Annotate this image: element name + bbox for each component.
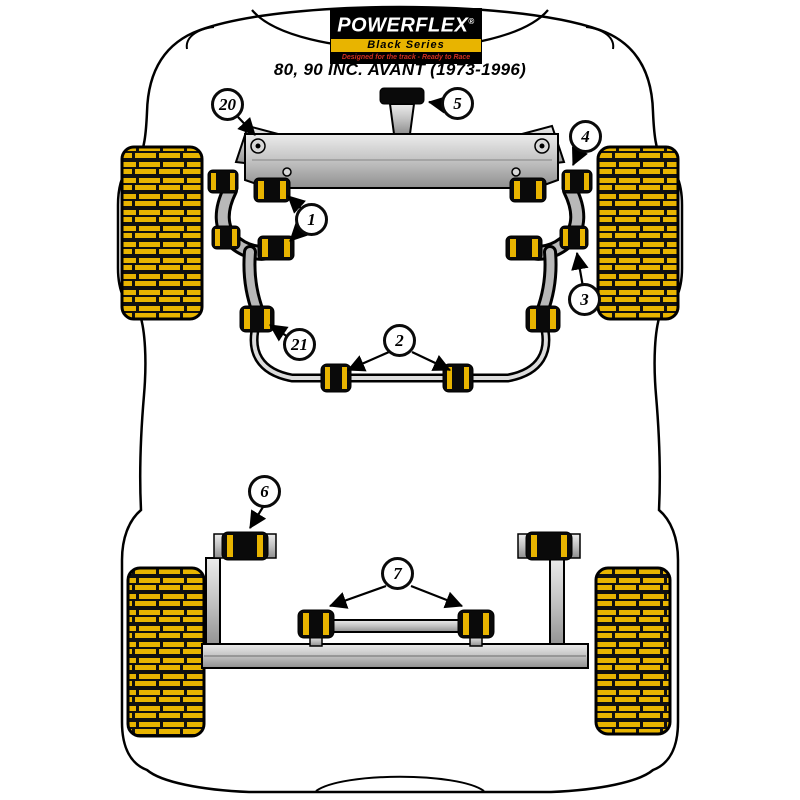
logo-tagline: Designed for the track - Ready to Race — [331, 52, 481, 63]
callout-badge-4: 4 — [569, 120, 602, 153]
callout-badge-20: 20 — [211, 88, 244, 121]
bush-front-inner-upper-left — [253, 177, 291, 203]
callout-badge-21: 21 — [283, 328, 316, 361]
tire-rear-left — [126, 566, 206, 738]
arrow-7a — [328, 584, 387, 609]
callout-badge-7: 7 — [381, 557, 414, 590]
rear-arm-right — [549, 557, 565, 649]
tires — [120, 145, 680, 738]
callout-label-3: 3 — [580, 289, 589, 309]
bush-front-balljoint-left — [239, 305, 275, 333]
arrow-4 — [572, 146, 588, 166]
rear-suspension — [201, 531, 589, 669]
callout-arrows — [237, 96, 589, 609]
bush-front-inner-lower-right — [505, 235, 543, 261]
callout-label-7: 7 — [393, 563, 402, 583]
brand-name: POWERFLEX — [337, 14, 469, 37]
tire-rear-right — [594, 566, 672, 736]
arrow-20 — [237, 116, 256, 136]
bush-front-outer-lower-left — [211, 225, 241, 250]
callout-badge-5: 5 — [441, 87, 474, 120]
callout-label-2: 2 — [395, 330, 404, 350]
powerflex-logo: POWERFLEX® Black Series Designed for the… — [330, 8, 482, 64]
callout-badge-2: 2 — [383, 324, 416, 357]
rear-track-rod — [313, 619, 479, 633]
bush-rear-trailing-left — [221, 531, 269, 561]
bush-front-outer-upper-right — [561, 169, 593, 194]
arrow-7b — [410, 584, 464, 609]
gearbox-mount-stem — [388, 103, 416, 135]
bush-rear-rod-right — [457, 609, 495, 639]
tire-front-right — [596, 145, 680, 321]
arrow-6 — [249, 506, 267, 529]
bush-rear-trailing-right — [525, 531, 573, 561]
callout-label-1: 1 — [307, 209, 316, 229]
bush-front-outer-upper-left — [207, 169, 239, 194]
bush-front-outer-lower-right — [559, 225, 589, 250]
brand-wordmark: POWERFLEX® — [331, 9, 481, 38]
front-suspension — [207, 87, 593, 393]
bush-front-balljoint-right — [525, 305, 561, 333]
arrow-3 — [571, 251, 589, 288]
callout-label-20: 20 — [219, 94, 236, 114]
rear-arm-left — [205, 557, 221, 649]
left-mirror — [185, 26, 215, 50]
page-title: 80, 90 INC. AVANT (1973-1996) — [273, 60, 527, 79]
arrow-2b — [411, 351, 451, 371]
bush-front-inner-upper-right — [509, 177, 547, 203]
registered-mark: ® — [468, 17, 475, 26]
callout-badge-6: 6 — [248, 475, 281, 508]
gearbox-mount-cap — [379, 87, 425, 105]
arrow-1b — [289, 223, 308, 242]
bush-rear-rod-left — [297, 609, 335, 639]
bush-arb-left — [320, 363, 352, 393]
callout-label-21: 21 — [291, 334, 308, 354]
callout-label-6: 6 — [260, 481, 269, 501]
callout-label-5: 5 — [453, 93, 462, 113]
tire-front-left — [120, 145, 204, 321]
anti-roll-bar — [249, 320, 551, 383]
rear-window-line — [315, 775, 485, 792]
callout-label-4: 4 — [581, 126, 590, 146]
arrow-2a — [346, 350, 390, 372]
bush-front-inner-lower-left — [257, 235, 295, 261]
arrow-5 — [427, 96, 447, 114]
right-mirror — [585, 26, 615, 50]
black-series-banner: Black Series — [331, 37, 481, 53]
callout-badge-1: 1 — [295, 203, 328, 236]
callout-badge-3: 3 — [568, 283, 601, 316]
